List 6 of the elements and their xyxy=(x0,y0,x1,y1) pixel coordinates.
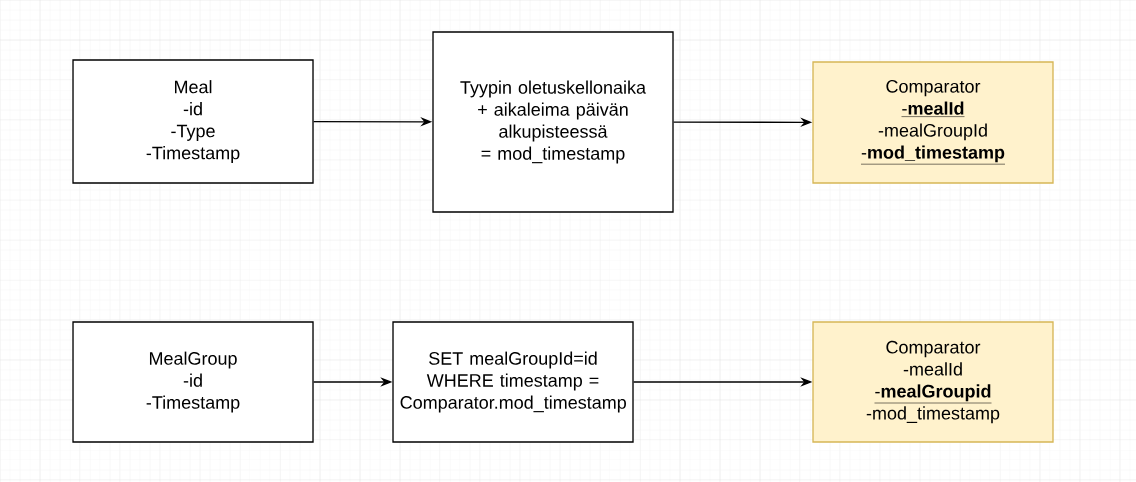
class-box: Comparator -mealId -mealGroupid -mod_timestamp xyxy=(812,321,1054,443)
process-box: Tyypin oletuskellonaika + aikaleima päivän alkupisteessä = mod_timestamp xyxy=(432,31,674,213)
process-box: Meal -id -Type -Timestamp xyxy=(72,59,314,184)
process-box: MealGroup -id -Timestamp xyxy=(72,321,314,443)
class-box: Comparator -mealId -mealGroupId -mod_timestamp xyxy=(812,61,1054,184)
process-box: SET mealGroupId=id WHERE timestamp = Comparator.mod_timestamp xyxy=(392,321,634,443)
